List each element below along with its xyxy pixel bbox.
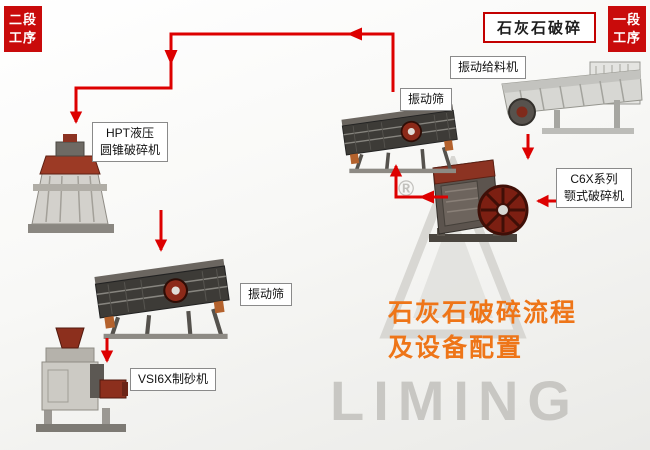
registered-trademark-icon: ® [398,176,415,201]
c6x-jaw-crusher-illustration [429,159,529,242]
badge-stage-two-line2: 工序 [8,30,37,45]
label-jaw-crusher-line2: 颚式破碎机 [564,189,625,203]
label-cone-crusher-line1: HPT液压 [106,126,155,140]
vsi6x-sand-maker-illustration [36,327,128,432]
vibrating-feeder-illustration [501,61,643,134]
label-jaw-crusher-line1: C6X系列 [570,172,618,186]
label-jaw-crusher: C6X系列 颚式破碎机 [556,168,633,208]
badge-stage-two-line1: 二段 [8,12,37,27]
label-cone-crusher: HPT液压 圆锥破碎机 [92,122,169,162]
badge-stage-one-line2: 工序 [612,30,641,45]
hpt-cone-crusher-illustration [28,134,114,233]
liming-logo-icon [379,156,527,339]
vibrating-screen-2-illustration [94,258,230,339]
arrow-head-left-top [347,27,362,41]
badge-stage-one: 一段 工序 [608,6,646,52]
arrow-head-down-left [164,50,178,65]
diagram-title: 石灰石破碎流程 及设备配置 [388,296,577,366]
label-vibrating-screen-1: 振动筛 [400,88,453,111]
badge-stage-one-line1: 一段 [612,12,641,27]
badge-stage-two: 二段 工序 [4,6,42,52]
label-cone-crusher-line2: 圆锥破碎机 [100,143,161,157]
watermark-brand-text: LIMING [330,369,580,432]
label-vibrating-feeder: 振动给料机 [450,56,527,79]
diagram-title-line1: 石灰石破碎流程 [388,299,578,327]
material-label: 石灰石破碎 [483,12,597,43]
diagram-title-line2: 及设备配置 [388,334,524,362]
label-vibrating-screen-2: 振动筛 [240,283,293,306]
label-sand-maker: VSI6X制砂机 [130,368,217,391]
